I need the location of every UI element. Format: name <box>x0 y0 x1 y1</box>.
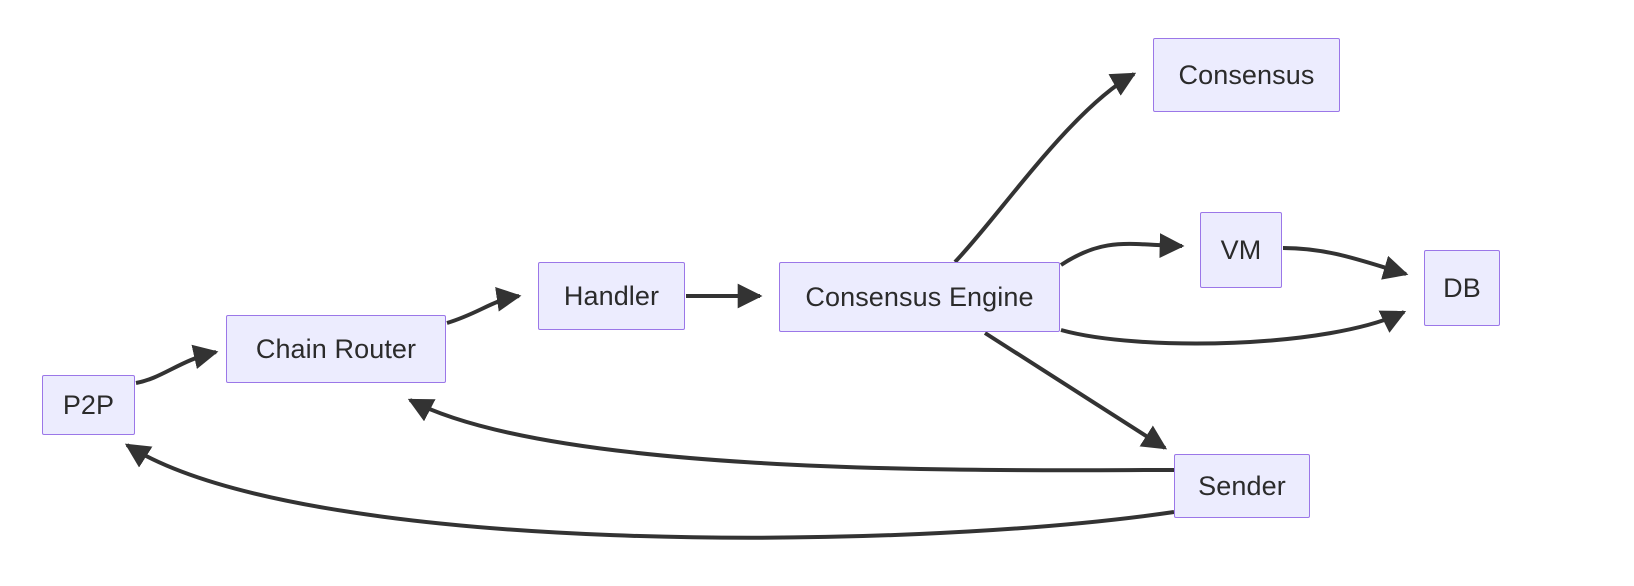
edge-consensus-engine-to-vm <box>1059 233 1185 267</box>
node-chain-router[interactable]: Chain Router <box>226 315 446 383</box>
node-handler-label: Handler <box>563 280 660 311</box>
edge-consensus-engine-to-sender <box>983 331 1168 450</box>
node-db[interactable]: DB <box>1424 250 1500 326</box>
node-vm[interactable]: VM <box>1200 212 1282 288</box>
node-consensus[interactable]: Consensus <box>1153 38 1340 112</box>
node-db-label: DB <box>1443 272 1481 303</box>
node-vm-label: VM <box>1220 234 1262 265</box>
edge-chain-router-to-handler <box>446 287 522 325</box>
node-consensus-engine-label: Consensus Engine <box>805 281 1034 312</box>
edge-p2p-to-chain-router <box>135 344 219 385</box>
edge-consensus-engine-to-consensus <box>953 72 1137 264</box>
edge-sender-to-chain-router <box>407 398 1175 473</box>
node-p2p[interactable]: P2P <box>42 375 135 435</box>
node-consensus-label: Consensus <box>1178 59 1315 90</box>
edge-sender-to-p2p <box>124 443 1175 540</box>
node-consensus-engine[interactable]: Consensus Engine <box>779 262 1060 332</box>
node-sender-label: Sender <box>1198 470 1286 501</box>
node-handler[interactable]: Handler <box>538 262 685 330</box>
node-p2p-label: P2P <box>62 389 115 420</box>
node-sender[interactable]: Sender <box>1174 454 1310 518</box>
edge-consensus-engine-to-db <box>1060 310 1407 346</box>
node-chain-router-label: Chain Router <box>255 333 417 364</box>
edge-vm-to-db <box>1282 246 1409 280</box>
